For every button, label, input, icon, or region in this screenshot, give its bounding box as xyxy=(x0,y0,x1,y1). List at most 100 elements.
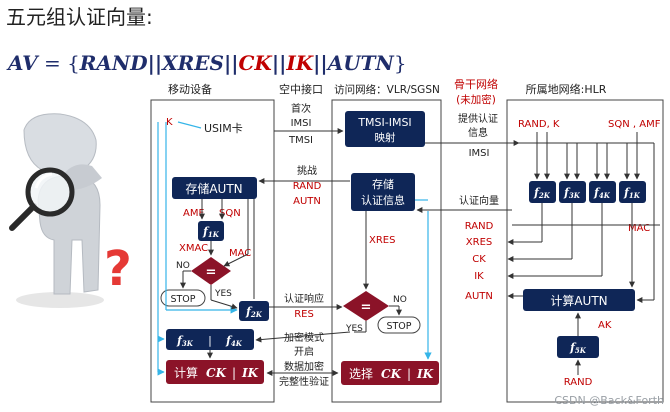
air-data-enc: 数据加密 xyxy=(284,360,324,373)
vlr-auth-info: 认证信息 xyxy=(361,193,405,207)
ue-f1k-box xyxy=(198,221,224,241)
hlr-rand: RAND xyxy=(564,377,593,388)
hlr-f2k-f: f xyxy=(533,186,541,199)
ue-store-autn-box xyxy=(172,177,257,199)
hlr-f4k-sub: 4K xyxy=(599,191,611,200)
ue-f2k-box xyxy=(239,301,269,321)
vlr-select-box xyxy=(341,361,439,385)
hlr-f5k: f5K xyxy=(569,341,587,355)
hlr-rand-k: RAND, K xyxy=(518,119,560,130)
formula-p6: IK xyxy=(285,51,314,75)
hlr-f5k-f: f xyxy=(569,341,577,354)
air-rand: RAND xyxy=(293,181,322,192)
ue-f3k-f4k-box xyxy=(166,329,254,350)
ue-stop-box xyxy=(160,289,206,307)
hlr-f2k-sub: 2K xyxy=(538,191,551,200)
ue-stop: STOP xyxy=(170,294,195,305)
formula-eq: = { xyxy=(38,51,80,75)
air-integrity: 完整性验证 xyxy=(279,375,329,388)
hlr-ak: AK xyxy=(598,320,612,331)
question-mark-icon: ? xyxy=(104,241,132,297)
hlr-f2k-box xyxy=(529,181,556,203)
air-response: 认证响应 xyxy=(284,292,324,305)
zone-access xyxy=(331,99,442,403)
ue-f4k-f: f xyxy=(225,334,233,347)
bb-ck: CK xyxy=(472,254,486,265)
vlr-select-bar: | xyxy=(407,367,411,381)
ue-no: NO xyxy=(176,261,190,271)
ue-compute-label: 计算 CK | IK xyxy=(174,365,259,380)
ue-f3k: f3K xyxy=(176,334,194,348)
hlr-f3k-sub: 3K xyxy=(569,191,581,200)
ue-compute-ik: IK xyxy=(241,366,259,380)
hlr-f4k-f: f xyxy=(593,186,601,199)
formula-p8: AUTN xyxy=(326,51,395,75)
bb-provide: 提供认证 xyxy=(458,112,498,125)
vlr-select-ck: CK xyxy=(381,367,402,381)
bb-info: 信息 xyxy=(468,126,488,139)
hlr-sqn-amf: SQN , AMF xyxy=(608,119,661,130)
col-air: 空中接口 xyxy=(279,82,323,96)
air-res: RES xyxy=(294,309,314,320)
ue-f1k-sub: 1K xyxy=(208,230,220,239)
ue-f2k: f2K xyxy=(245,305,263,319)
hlr-f1k-sub: 1K xyxy=(629,191,641,200)
ue-f4k-sub: 4K xyxy=(231,339,243,348)
vlr-internal-lines xyxy=(354,199,432,360)
ue-sqn: SQN xyxy=(219,208,241,219)
vlr-mapping-box xyxy=(345,111,425,147)
ue-f-sep: | xyxy=(208,334,212,347)
air-first: 首次 xyxy=(291,102,311,115)
formula-lhs: AV xyxy=(6,51,40,75)
ue-mac: MAC xyxy=(229,248,251,259)
page-title: 五元组认证向量: xyxy=(6,5,153,29)
formula-close: } xyxy=(394,51,407,75)
hlr-f2k: f2K xyxy=(533,186,551,200)
col-backbone: 骨干网络 xyxy=(454,77,498,91)
air-challenge: 挑战 xyxy=(297,164,317,177)
ue-f3k-sub: 3K xyxy=(182,339,194,348)
ue-usim: USIM卡 xyxy=(204,122,243,135)
hlr-f3k-f: f xyxy=(563,186,571,199)
ue-k-label: K xyxy=(166,117,173,128)
ue-compare-diamond xyxy=(191,257,231,285)
bb-imsi: IMSI xyxy=(469,148,490,159)
hlr-f3k: f3K xyxy=(563,186,581,200)
hlr-f3k-box xyxy=(559,181,586,203)
ue-compute-prefix: 计算 xyxy=(174,365,198,380)
ue-k-line xyxy=(177,121,202,129)
hlr-mac: MAC xyxy=(628,223,650,234)
vlr-select-label: 选择 CK | IK xyxy=(349,367,434,381)
air-cipher-on: 开启 xyxy=(294,345,314,358)
watermark: CSDN @Back&Forth xyxy=(554,394,664,407)
vlr-select-prefix: 选择 xyxy=(349,367,373,381)
vlr-no: NO xyxy=(393,295,407,305)
bb-auth-vector: 认证向量 xyxy=(459,194,499,207)
formula-p5: || xyxy=(272,51,287,75)
formula-p4: CK xyxy=(239,51,274,75)
air-cipher: 加密模式 xyxy=(284,331,324,344)
ue-f2k-f: f xyxy=(245,305,253,318)
vlr-eq: = xyxy=(361,300,372,315)
formula-p2: XRES xyxy=(160,51,224,75)
ue-internal-lines xyxy=(157,122,255,376)
col-mobile: 移动设备 xyxy=(168,82,212,96)
air-autn: AUTN xyxy=(293,196,321,207)
ue-amf: AMF xyxy=(183,208,204,219)
hlr-f5k-box xyxy=(557,336,599,358)
ue-yes: YES xyxy=(214,289,232,299)
vlr-store-box xyxy=(351,173,415,211)
formula-p7: || xyxy=(313,51,328,75)
hlr-f4k-box xyxy=(589,181,616,203)
vlr-yes: YES xyxy=(345,324,363,334)
zone-mobile xyxy=(150,99,275,403)
ue-compute-ck: CK xyxy=(206,366,227,380)
vlr-select-ik: IK xyxy=(416,367,434,381)
vlr-stop-box xyxy=(377,316,421,334)
ue-f3k-f: f xyxy=(176,334,184,347)
hlr-f4k: f4K xyxy=(593,186,611,200)
ue-compute-bar: | xyxy=(232,366,236,380)
bb-rand: RAND xyxy=(465,221,494,232)
vlr-mapping: 映射 xyxy=(375,131,396,144)
hlr-f5k-sub: 5K xyxy=(575,346,587,355)
